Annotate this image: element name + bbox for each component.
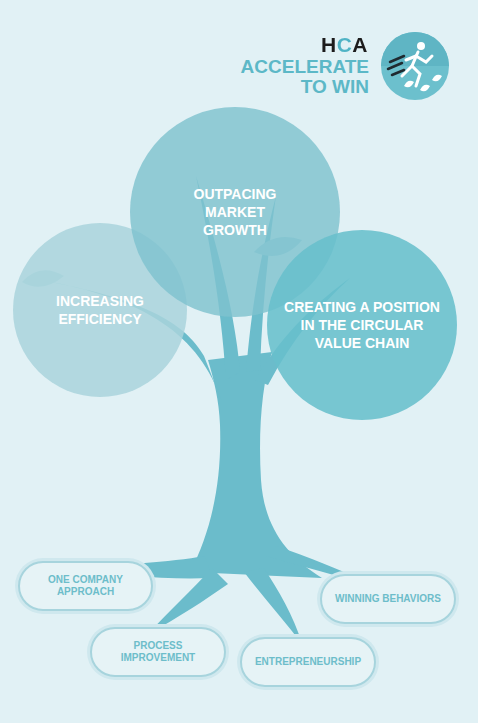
- foundation-pill: PROCESS IMPROVEMENT: [90, 627, 226, 677]
- logo-text: HCA: [321, 34, 368, 56]
- runner-figure: [402, 52, 432, 86]
- goal-text: CREATING A POSITION IN THE CIRCULAR VALU…: [276, 298, 448, 352]
- foundation-text: ONE COMPANY APPROACH: [42, 574, 130, 598]
- icon-leaves: [404, 75, 442, 92]
- goal-text: INCREASING EFFICIENCY: [45, 292, 155, 328]
- foundation-pill: ENTREPRENEURSHIP: [240, 637, 376, 687]
- foundation-text: WINNING BEHAVIORS: [335, 593, 441, 605]
- circle-fill: [267, 230, 457, 420]
- foundation-text: PROCESS IMPROVEMENT: [114, 640, 202, 664]
- goal-text: OUTPACING MARKET GROWTH: [185, 185, 285, 239]
- foundation-pill: WINNING BEHAVIORS: [320, 574, 456, 624]
- icon-circle: [381, 32, 449, 100]
- foundation-pill: ONE COMPANY APPROACH: [18, 561, 153, 611]
- text-group: ENTREPRENEURSHIP: [242, 639, 374, 685]
- circle-fill: [13, 223, 187, 397]
- text-group: PROCESS IMPROVEMENT: [92, 629, 224, 675]
- speed-lines: [388, 56, 404, 75]
- title: ACCELERATE TO WIN: [228, 57, 369, 97]
- runner-head: [417, 42, 425, 50]
- text-group: CREATING A POSITION IN THE CIRCULAR VALU…: [267, 230, 457, 420]
- foundation-text: ENTREPRENEURSHIP: [255, 656, 361, 668]
- text-group: WINNING BEHAVIORS: [322, 576, 454, 622]
- text-group: ONE COMPANY APPROACH: [20, 563, 151, 609]
- goal-circle: CREATING A POSITION IN THE CIRCULAR VALU…: [267, 230, 457, 420]
